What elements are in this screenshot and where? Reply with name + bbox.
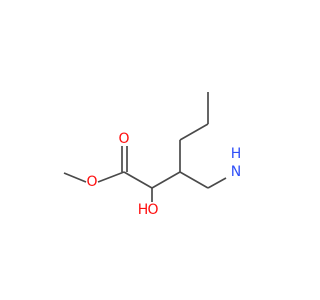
atom-hydroxyl-oxygen: O [147, 202, 158, 218]
atom-ester-oxygen: O [86, 174, 97, 190]
bond-alpha-to-beta [151, 171, 181, 189]
bond-propyl-1-to-2 [179, 123, 209, 141]
atom-hydroxyl-hydrogen: H [138, 202, 149, 218]
atom-amine-hydrogen: H [231, 146, 242, 162]
atom-carbonyl-oxygen: O [118, 131, 129, 147]
bond-aminomethyl-to-nitrogen [207, 177, 227, 189]
atom-amine-nitrogen: N [231, 164, 241, 180]
bond-beta-to-aminomethyl [179, 171, 209, 189]
structure-canvas: O O H O H N [63, 92, 242, 218]
bond-carbonyl-to-alpha [123, 171, 153, 189]
bond-methyl-ester-oxygen [63, 172, 87, 183]
bond-ester-oxygen-carbonyl-carbon [97, 171, 125, 183]
molecule-structure: O O H O H N [63, 92, 242, 218]
